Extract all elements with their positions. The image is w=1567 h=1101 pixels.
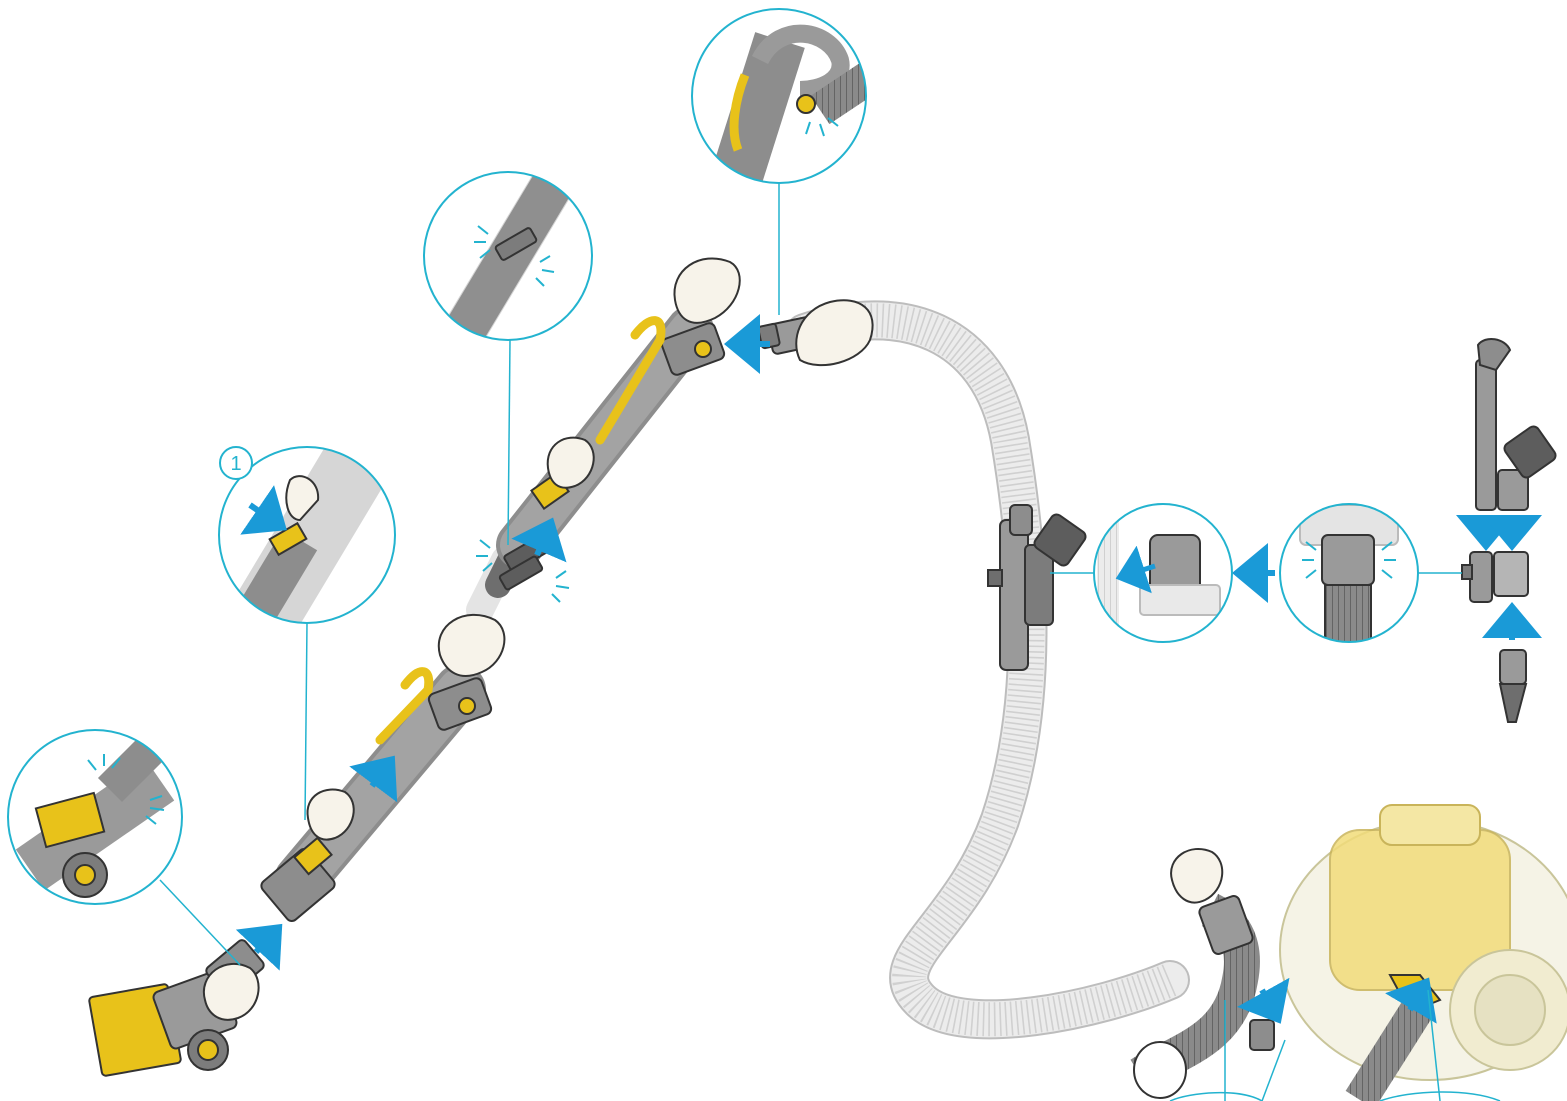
arrow-icon bbox=[511, 517, 567, 563]
callout-leader bbox=[507, 339, 511, 546]
hose-tool-clip bbox=[1198, 895, 1254, 955]
hand-icon bbox=[546, 257, 741, 489]
step-number-badge: 1 bbox=[219, 446, 253, 480]
arrow-icon bbox=[1237, 977, 1290, 1024]
brush-tool-icon bbox=[1497, 425, 1557, 511]
callout-leader bbox=[159, 879, 241, 966]
callout-leader bbox=[1261, 1039, 1286, 1101]
zoom-callout-icon bbox=[1093, 503, 1233, 643]
hand-icon bbox=[306, 614, 506, 841]
tool-clip-part bbox=[1461, 551, 1529, 603]
zoom-callout-icon bbox=[1169, 1092, 1263, 1101]
hand-icon bbox=[1170, 847, 1224, 904]
hand-icon bbox=[202, 962, 260, 1021]
tool-storage bbox=[1456, 338, 1557, 723]
tool-clip-assembly bbox=[987, 504, 1087, 671]
click-sound-icon bbox=[476, 539, 570, 603]
hand-icon bbox=[795, 299, 874, 367]
vacuum-body-icon bbox=[1279, 804, 1567, 1081]
hose-end bbox=[1133, 1041, 1187, 1099]
crevice-tool-icon bbox=[1475, 338, 1512, 511]
brush-tool-icon bbox=[1498, 649, 1528, 723]
zoom-callout-icon bbox=[691, 8, 867, 184]
zoom-callout-icon bbox=[423, 171, 593, 341]
zoom-callout-icon bbox=[7, 729, 183, 905]
zoom-callout-icon bbox=[218, 446, 396, 624]
callout-leader bbox=[304, 622, 308, 821]
step-number: 1 bbox=[230, 453, 241, 475]
callout-leader bbox=[1427, 989, 1441, 1101]
wand-icon bbox=[260, 664, 493, 922]
zoom-callout-icon bbox=[1279, 503, 1419, 643]
arrow-icon bbox=[349, 755, 398, 803]
arrow-icon bbox=[235, 923, 283, 971]
wand-icon bbox=[466, 306, 726, 624]
zoom-callout-icon bbox=[1379, 1091, 1501, 1101]
hose-socket bbox=[1249, 1019, 1275, 1051]
arrow-icon bbox=[1385, 977, 1437, 1024]
flexible-hose bbox=[785, 300, 1190, 1040]
